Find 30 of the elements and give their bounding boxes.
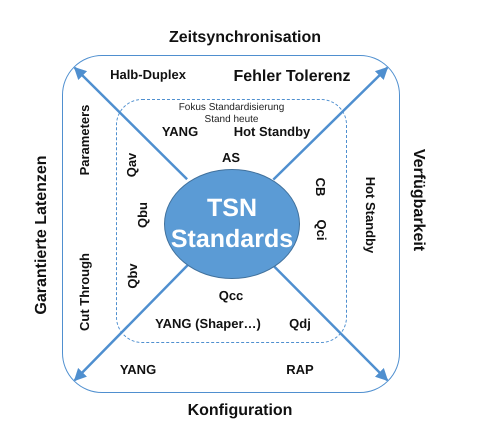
label-text: Qdj xyxy=(289,316,311,332)
label-text: Hot Standby xyxy=(362,176,378,254)
rounded-frame xyxy=(62,55,400,393)
label-text: Qav xyxy=(124,152,140,178)
arrow xyxy=(272,66,388,180)
label-text: CB xyxy=(312,178,328,196)
label-text: Qci xyxy=(314,220,328,240)
label-text: Fehler Tolerenz xyxy=(233,68,351,86)
label-text: Verfügbarkeit xyxy=(409,148,427,252)
ellipse-node: TSN Standards xyxy=(164,169,300,279)
box-heading: Fokus Standardisierung Stand heute xyxy=(178,102,286,126)
arrow xyxy=(74,264,189,382)
label-text: Cut Through xyxy=(78,253,92,331)
dashed-box xyxy=(116,99,347,343)
label-text: Qbu xyxy=(136,202,150,228)
label-text: AS xyxy=(222,150,240,166)
label-text: Parameters xyxy=(78,104,92,176)
arrow xyxy=(272,264,388,382)
arrow xyxy=(74,66,188,180)
label-text: YANG xyxy=(162,124,198,140)
label-text: Konfiguration xyxy=(188,402,292,420)
label-text: Zeitsynchronisation xyxy=(168,29,322,47)
label-text: Hot Standby xyxy=(234,124,310,140)
label-text: YANG (Shaper…) xyxy=(155,316,261,332)
label-text: YANG xyxy=(120,362,156,378)
label-text: Halb-Duplex xyxy=(110,68,186,82)
label-text: Qbv xyxy=(126,263,140,289)
label-text: Qcc xyxy=(218,288,244,304)
label-text: Garantierte Latenzen xyxy=(33,155,51,315)
label-text: RAP xyxy=(286,362,314,378)
